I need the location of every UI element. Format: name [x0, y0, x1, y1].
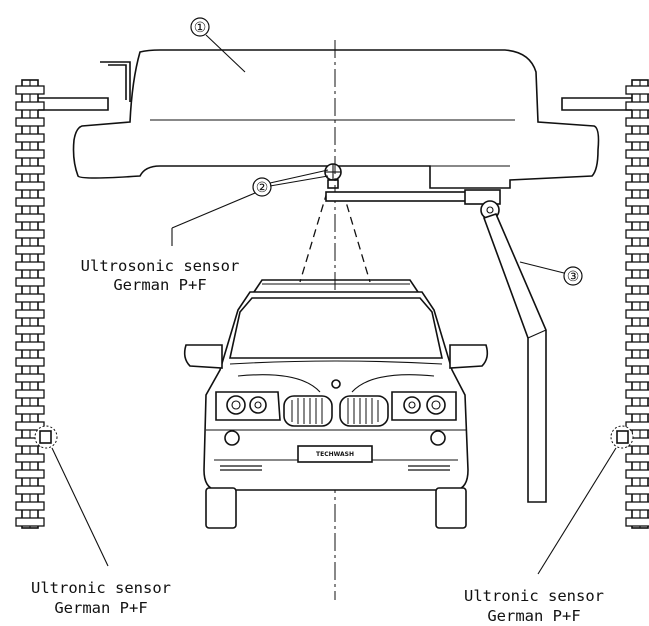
right-ladder-rung — [625, 485, 649, 495]
right-ladder-rung — [625, 501, 649, 511]
right-ladder-rung — [625, 469, 649, 479]
right-ladder-rung — [625, 85, 649, 95]
left-ladder-rung — [15, 373, 45, 383]
right-ladder-rung — [625, 405, 649, 415]
right-ladder-rung — [625, 309, 649, 319]
top-ultrasonic-sensor — [324, 163, 342, 189]
right-ladder-rung — [625, 261, 649, 271]
right-ladder-rung — [625, 293, 649, 303]
left-ladder-rung — [15, 117, 45, 127]
left-sensor-label-line2: German P+F — [54, 599, 147, 617]
right-ladder-column — [625, 79, 649, 529]
left-ladder-rung — [15, 245, 45, 255]
left-ladder-rung — [15, 357, 45, 367]
top-sensor-label-line1: Ultrosonic sensor — [81, 257, 240, 275]
right-gantry-arm — [561, 97, 632, 111]
right-ladder-rung — [625, 133, 649, 143]
right-ladder-rung — [625, 101, 649, 111]
right-ladder-rung — [625, 373, 649, 383]
left-ladder-rung — [15, 229, 45, 239]
right-ladder-rung — [625, 389, 649, 399]
right-ladder-rung — [625, 117, 649, 127]
left-ladder-rung — [15, 85, 45, 95]
left-ladder-rung — [15, 149, 45, 159]
left-ladder-rung — [15, 293, 45, 303]
left-ladder-rung — [15, 213, 45, 223]
left-ladder-rung — [15, 453, 45, 463]
right-ladder-rung — [625, 325, 649, 335]
right-ladder-rung — [625, 421, 649, 431]
callout-2-number: ② — [256, 181, 269, 196]
car-front-view: TECHWASH — [183, 279, 489, 529]
license-plate-text: TECHWASH — [316, 451, 354, 458]
right-ladder-rung — [625, 181, 649, 191]
left-ladder-rung — [15, 501, 45, 511]
left-ladder-rung — [15, 325, 45, 335]
right-ultronic-sensor — [537, 425, 634, 575]
left-ladder-rung — [15, 517, 45, 527]
left-gantry-arm — [38, 97, 109, 111]
right-ladder-rung — [625, 341, 649, 351]
left-ladder-rung — [15, 405, 45, 415]
callout-2: ② — [171, 169, 329, 246]
right-ladder-rung — [625, 453, 649, 463]
right-ladder-rung — [625, 165, 649, 175]
left-ladder-rung — [15, 197, 45, 207]
gantry-housing — [72, 49, 600, 189]
right-ladder-rung — [625, 213, 649, 223]
left-ladder-column — [15, 79, 45, 529]
right-sensor-label-line2: German P+F — [487, 607, 580, 625]
side-brush-arm — [482, 213, 547, 503]
callout-1-number: ① — [194, 21, 207, 36]
left-ladder-rung — [15, 101, 45, 111]
left-ladder-rung — [15, 181, 45, 191]
left-ladder-rung — [15, 261, 45, 271]
left-sensor-label-line1: Ultronic sensor — [31, 579, 171, 597]
left-ladder-rung — [15, 133, 45, 143]
callout-1: ① — [190, 17, 246, 73]
right-sensor-label-line1: Ultronic sensor — [464, 587, 604, 605]
right-ladder-rung — [625, 517, 649, 527]
left-ladder-rung — [15, 341, 45, 351]
right-ladder-rung — [625, 197, 649, 207]
right-ladder-rung — [625, 229, 649, 239]
right-ladder-rung — [625, 245, 649, 255]
callout-3-number: ③ — [567, 270, 580, 285]
callout-3: ③ — [519, 261, 583, 286]
left-ladder-rung — [15, 309, 45, 319]
left-ladder-rung — [15, 485, 45, 495]
left-ladder-rung — [15, 389, 45, 399]
left-ladder-rung — [15, 277, 45, 287]
right-ladder-rung — [625, 277, 649, 287]
left-ladder-rung — [15, 165, 45, 175]
right-ladder-rung — [625, 357, 649, 367]
right-ladder-rung — [625, 149, 649, 159]
left-ultronic-sensor — [34, 425, 109, 567]
sensor-beam — [299, 191, 371, 283]
top-sensor-label-line2: German P+F — [113, 276, 206, 294]
left-ladder-rung — [15, 469, 45, 479]
side-brush-rail — [325, 189, 501, 220]
